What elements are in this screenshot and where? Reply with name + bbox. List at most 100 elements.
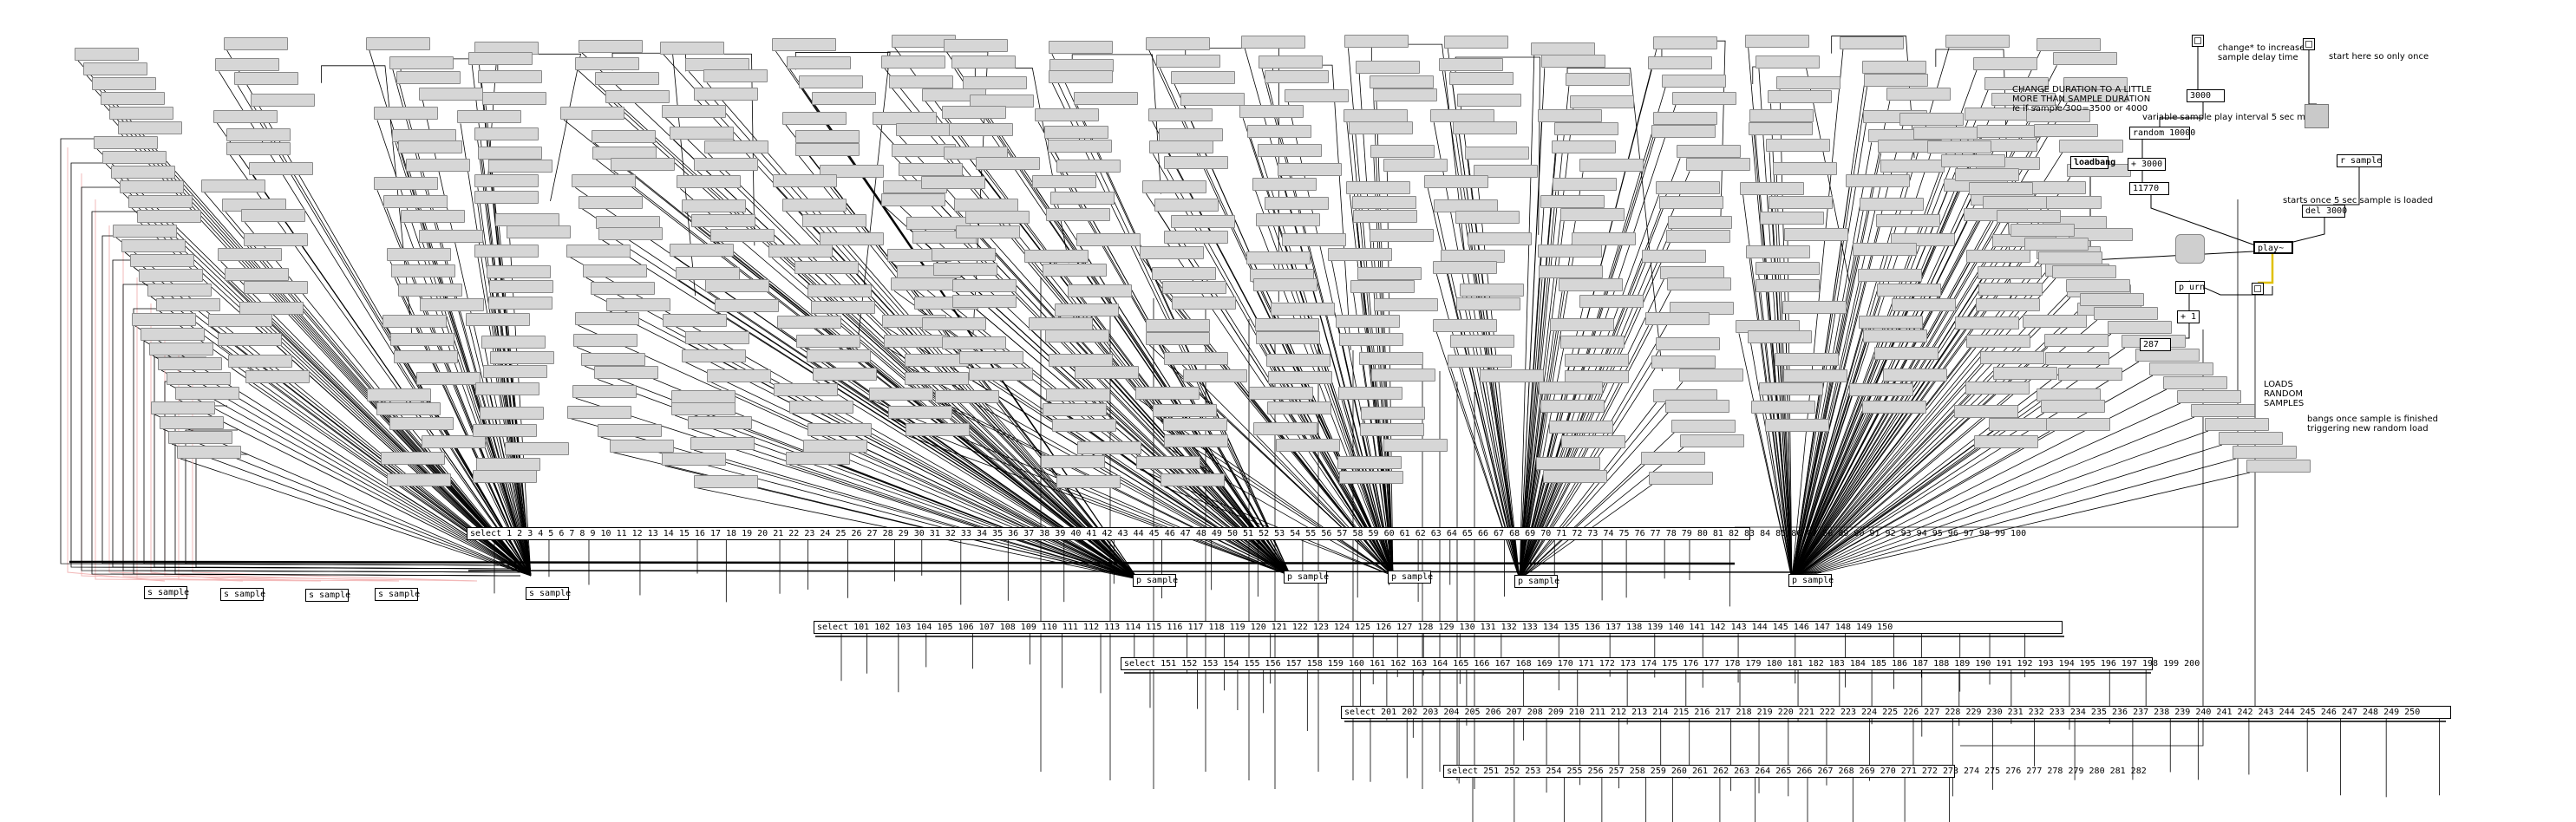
- message-box[interactable]: [1530, 42, 1595, 55]
- p-sample-object[interactable]: p sample: [1514, 575, 1559, 588]
- message-box[interactable]: [490, 350, 555, 364]
- message-box[interactable]: [819, 232, 884, 245]
- message-box[interactable]: [1171, 297, 1236, 310]
- message-box[interactable]: [2053, 52, 2118, 66]
- message-box[interactable]: [772, 173, 837, 187]
- message-box[interactable]: [1651, 355, 1716, 369]
- message-box[interactable]: [398, 283, 463, 297]
- message-box[interactable]: [118, 121, 182, 134]
- message-box[interactable]: [1764, 419, 1829, 433]
- message-box[interactable]: [1076, 232, 1141, 246]
- message-box[interactable]: [1559, 335, 1625, 349]
- message-box[interactable]: [1447, 355, 1512, 369]
- message-box[interactable]: [880, 55, 945, 68]
- message-box[interactable]: [1352, 210, 1417, 224]
- message-box[interactable]: [465, 312, 530, 326]
- message-box[interactable]: [1154, 198, 1219, 212]
- message-box[interactable]: [474, 382, 539, 396]
- message-box[interactable]: [1891, 232, 1956, 246]
- message-box[interactable]: [175, 387, 239, 400]
- message-box[interactable]: [707, 369, 772, 382]
- message-box[interactable]: [1077, 440, 1142, 454]
- message-box[interactable]: [671, 402, 736, 416]
- message-box[interactable]: [121, 239, 186, 252]
- message-box[interactable]: [782, 198, 847, 212]
- message-box[interactable]: [1739, 181, 1804, 195]
- message-box[interactable]: [1659, 195, 1724, 209]
- message-box[interactable]: [1024, 249, 1089, 263]
- message-box[interactable]: [1055, 303, 1120, 316]
- message-box[interactable]: [481, 336, 546, 349]
- message-box[interactable]: [1782, 300, 1847, 314]
- message-box[interactable]: [1356, 60, 1421, 74]
- message-box[interactable]: [1565, 73, 1630, 87]
- message-box[interactable]: [1540, 194, 1605, 208]
- message-box[interactable]: [1252, 422, 1317, 436]
- message-box[interactable]: [1550, 318, 1615, 332]
- message-box[interactable]: [1145, 331, 1210, 345]
- message-box[interactable]: [572, 334, 637, 348]
- message-box[interactable]: [2233, 446, 2297, 459]
- message-box[interactable]: [1163, 417, 1228, 431]
- message-box[interactable]: [888, 75, 953, 88]
- message-box[interactable]: [610, 439, 675, 453]
- select-object[interactable]: select 251 252 253 254 255 256 257 258 2…: [1443, 765, 2147, 778]
- message-box[interactable]: [1338, 470, 1403, 484]
- message-box[interactable]: [1048, 41, 1113, 55]
- message-box[interactable]: [1034, 108, 1099, 122]
- message-box[interactable]: [1467, 232, 1532, 246]
- message-box[interactable]: [567, 405, 632, 419]
- message-box[interactable]: [1139, 245, 1204, 259]
- message-box[interactable]: [795, 129, 860, 143]
- message-box[interactable]: [1142, 180, 1207, 194]
- message-box[interactable]: [1984, 76, 2050, 90]
- message-box[interactable]: [883, 335, 948, 349]
- message-box[interactable]: [1239, 105, 1304, 119]
- message-box[interactable]: [1973, 56, 2038, 70]
- message-box[interactable]: [168, 431, 232, 444]
- message-box[interactable]: [479, 406, 544, 420]
- message-box[interactable]: [662, 104, 727, 118]
- message-box[interactable]: [2246, 460, 2311, 473]
- message-box[interactable]: [1886, 88, 1951, 101]
- message-box[interactable]: [1749, 122, 1814, 136]
- message-box[interactable]: [215, 58, 280, 72]
- change-toggle[interactable]: [2192, 35, 2204, 47]
- message-box[interactable]: [207, 313, 272, 327]
- message-box[interactable]: [1448, 71, 1514, 85]
- message-box[interactable]: [1941, 154, 2005, 167]
- message-box[interactable]: [1349, 121, 1414, 135]
- message-box[interactable]: [487, 297, 552, 310]
- message-box[interactable]: [1955, 316, 2020, 330]
- message-box[interactable]: [694, 87, 759, 101]
- message-box[interactable]: [888, 405, 953, 419]
- message-box[interactable]: [2024, 238, 2089, 251]
- message-box[interactable]: [489, 279, 554, 293]
- message-box[interactable]: [777, 316, 842, 329]
- message-box[interactable]: [2058, 367, 2123, 381]
- message-box[interactable]: [803, 439, 868, 453]
- plus-3000-object[interactable]: + 3000: [2128, 158, 2166, 171]
- message-box[interactable]: [1954, 404, 2019, 418]
- message-box[interactable]: [1655, 337, 1720, 351]
- message-box[interactable]: [796, 334, 861, 348]
- message-box[interactable]: [380, 452, 445, 466]
- message-box[interactable]: [1976, 297, 2041, 311]
- message-box[interactable]: [788, 401, 853, 414]
- message-box[interactable]: [578, 195, 643, 209]
- message-box[interactable]: [812, 368, 877, 382]
- message-box[interactable]: [1444, 36, 1509, 49]
- message-box[interactable]: [2163, 376, 2227, 389]
- message-box[interactable]: [167, 372, 231, 385]
- message-box[interactable]: [582, 264, 647, 278]
- message-box[interactable]: [1552, 140, 1617, 153]
- message-box[interactable]: [768, 245, 834, 258]
- message-box[interactable]: [1891, 298, 1956, 311]
- message-box[interactable]: [581, 353, 646, 367]
- send-sample-object[interactable]: s sample: [144, 586, 189, 599]
- message-box[interactable]: [474, 174, 539, 188]
- message-box[interactable]: [802, 214, 867, 228]
- message-box[interactable]: [113, 225, 177, 238]
- message-box[interactable]: [475, 457, 540, 471]
- message-box[interactable]: [1358, 352, 1423, 366]
